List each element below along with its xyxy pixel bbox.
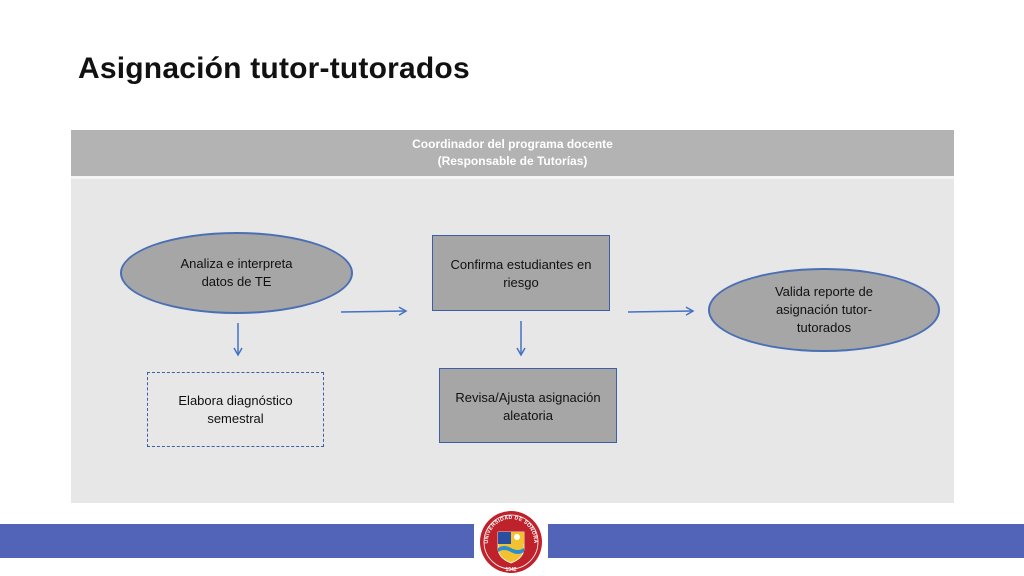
node-revisa-line1: Revisa/Ajusta asignación	[455, 390, 601, 405]
slide-title: Asignación tutor-tutorados	[78, 52, 470, 85]
node-confirma-line1: Confirma estudiantes en	[450, 257, 592, 272]
node-valida-line2: asignación tutor-	[775, 302, 873, 317]
seal-year: 1942	[505, 567, 516, 573]
swimlane-header: Coordinador del programa docente (Respon…	[71, 130, 954, 179]
node-valida-line3: tutorados	[796, 320, 852, 335]
node-analiza-line2: datos de TE	[201, 274, 272, 289]
university-seal-icon: UNIVERSIDAD DE SONORA 1942	[480, 511, 542, 573]
node-valida-line1: Valida reporte de	[774, 284, 874, 299]
node-elabora-line1: Elabora diagnóstico	[178, 392, 293, 408]
node-valida[interactable]: Valida reporte de asignación tutor- tuto…	[708, 268, 940, 352]
node-elabora-line2: semestral	[207, 410, 264, 426]
swimlane-header-line1: Coordinador del programa docente	[412, 137, 613, 151]
node-revisa-line2: aleatoria	[503, 408, 553, 423]
node-analiza[interactable]: Analiza e interpreta datos de TE	[120, 232, 353, 314]
node-analiza-line1: Analiza e interpreta	[180, 256, 293, 271]
node-confirma[interactable]: Confirma estudiantes en riesgo	[432, 235, 610, 311]
node-elabora[interactable]: Elabora diagnóstico semestral	[147, 372, 324, 447]
node-confirma-line2: riesgo	[503, 275, 539, 290]
swimlane-header-line2: (Responsable de Tutorías)	[437, 154, 588, 168]
node-revisa[interactable]: Revisa/Ajusta asignación aleatoria	[439, 368, 617, 443]
